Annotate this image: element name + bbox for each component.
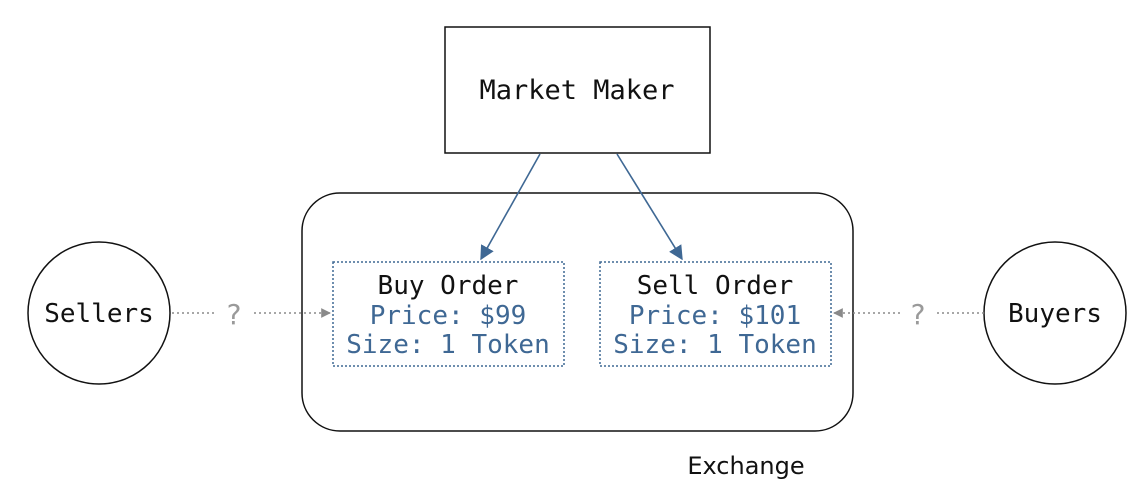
buyers-node: Buyers: [983, 241, 1127, 385]
market-maker-node: Market Maker: [444, 26, 711, 154]
arrow-market-maker-to-sell-order: [616, 153, 683, 261]
buy-order-title: Buy Order: [378, 271, 519, 301]
buy-order-size: Size: 1 Token: [346, 330, 550, 360]
arrow-market-maker-to-buy-order: [480, 153, 541, 261]
sell-order-node: Sell Order Price: $101 Size: 1 Token: [599, 261, 832, 367]
exchange-node: [301, 192, 854, 432]
buyers-label: Buyers: [1008, 299, 1102, 329]
sellers-node: Sellers: [27, 241, 171, 385]
buy-order-node: Buy Order Price: $99 Size: 1 Token: [332, 261, 565, 367]
buyers-link-question-mark: ?: [911, 298, 926, 331]
exchange-label: Exchange: [687, 452, 804, 480]
sell-order-title: Sell Order: [637, 271, 794, 301]
sell-order-price: Price: $101: [629, 301, 801, 331]
buy-order-price: Price: $99: [370, 301, 527, 331]
market-maker-label: Market Maker: [479, 75, 674, 106]
sellers-link-question-mark: ?: [227, 298, 242, 331]
sell-order-size: Size: 1 Token: [613, 330, 817, 360]
sellers-label: Sellers: [44, 299, 154, 329]
